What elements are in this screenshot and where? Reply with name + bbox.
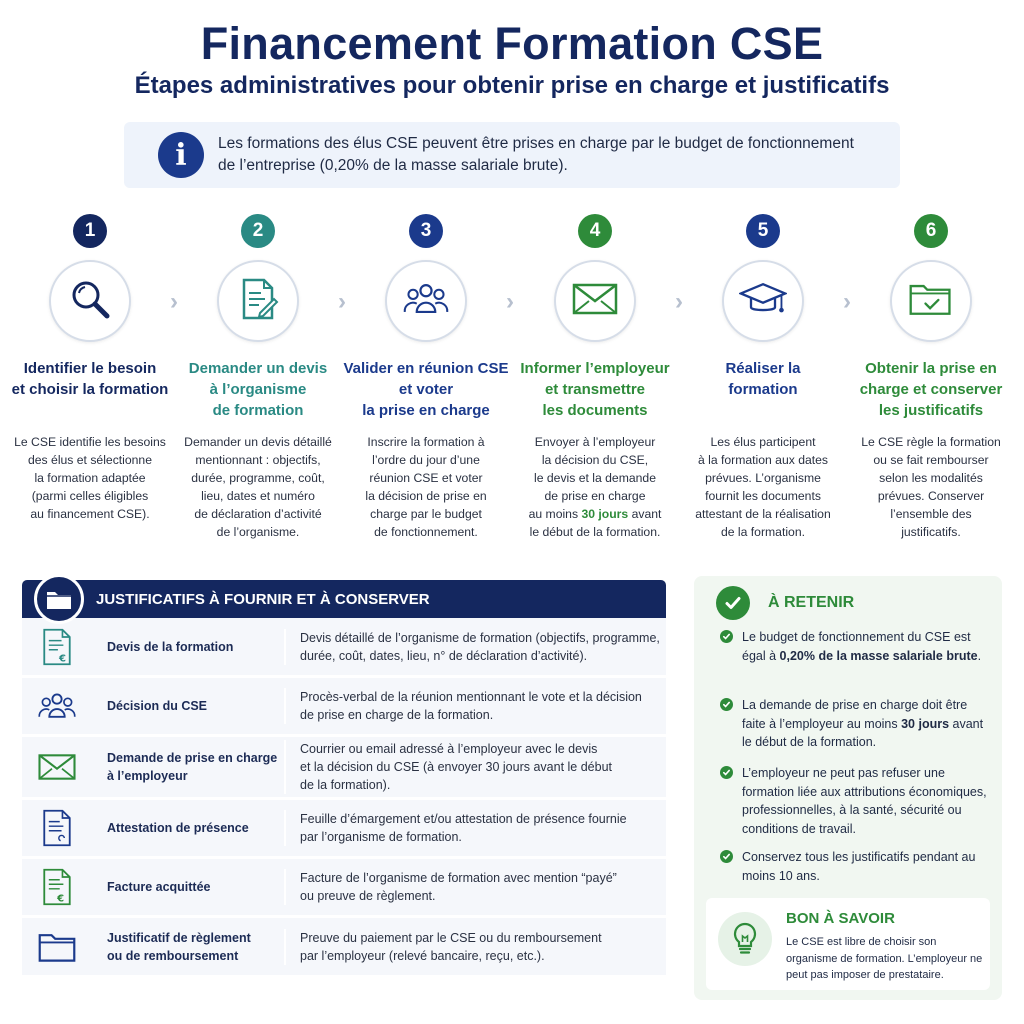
step-icon-circle [722, 260, 804, 342]
row-description: Procès-verbal de la réunion mentionnant … [284, 688, 666, 724]
document-pen-icon [234, 275, 282, 328]
chevron-right-icon: › [675, 288, 683, 315]
retenir-item: L’employeur ne peut pas refuser une form… [720, 764, 990, 838]
check-circle-icon [716, 586, 750, 620]
justificatifs-table: JUSTIFICATIFS À FOURNIR ET À CONSERVER €… [22, 574, 666, 978]
bon-a-savoir-title: BON À SAVOIR [786, 910, 895, 927]
row-label: Décision du CSE [107, 699, 208, 713]
row-label: Facture acquittée [107, 880, 211, 894]
info-icon: i [158, 132, 204, 178]
certificate-icon [22, 808, 92, 848]
svg-text:€: € [58, 653, 66, 664]
chevron-right-icon: › [506, 288, 514, 315]
envelope-icon [571, 275, 619, 328]
step-icon-circle [385, 260, 467, 342]
table-row: Attestation de présence Feuille d’émargem… [22, 800, 666, 859]
chevron-right-icon: › [170, 288, 178, 315]
justificatifs-rows: € Devis de la formation Devis détaillé de … [22, 618, 666, 978]
info-box: i Les formations des élus CSE peuvent êt… [124, 122, 900, 188]
step-number-badge: 2 [241, 214, 275, 248]
lightbulb-icon [718, 912, 772, 966]
magnifier-icon [66, 275, 114, 328]
check-icon [720, 630, 733, 643]
graduation-cap-icon [737, 275, 789, 328]
row-label: Attestation de présence [107, 821, 249, 835]
page-title: Financement Formation CSE [200, 18, 824, 69]
retenir-item: Le budget de fonctionnement du CSE est é… [720, 628, 990, 665]
row-description: Courrier ou email adressé à l’employeur … [284, 740, 666, 794]
chevron-right-icon: › [843, 288, 851, 315]
retenir-title: À RETENIR [768, 594, 855, 611]
svg-text:€: € [56, 894, 64, 905]
folder-icon [22, 927, 92, 967]
row-description: Devis détaillé de l’organisme de formati… [284, 628, 666, 665]
group-icon [402, 275, 450, 328]
step-number-badge: 6 [914, 214, 948, 248]
folder-check-icon [907, 275, 955, 328]
group-icon [22, 686, 92, 726]
row-description: Facture de l’organisme de formation avec… [284, 869, 666, 905]
check-icon [720, 698, 733, 711]
step-number-badge: 4 [578, 214, 612, 248]
retenir-item: La demande de prise en charge doit être … [720, 696, 990, 752]
info-text: Les formations des élus CSE peuvent être… [218, 135, 854, 174]
euro-document-icon: € [22, 627, 92, 667]
step-icon-circle [890, 260, 972, 342]
folder-icon [34, 574, 84, 624]
justificatifs-header: JUSTIFICATIFS À FOURNIR ET À CONSERVER [22, 574, 666, 624]
chevron-right-icon: › [338, 288, 346, 315]
table-row: Décision du CSE Procès-verbal de la réuni… [22, 678, 666, 737]
row-description: Preuve du paiement par le CSE ou du remb… [284, 928, 666, 965]
step-icon-circle [554, 260, 636, 342]
table-row: € Facture acquittée Facture de l’organisme… [22, 859, 666, 918]
invoice-icon: € [22, 867, 92, 907]
bon-a-savoir-text: Le CSE est libre de choisir son organism… [786, 936, 983, 981]
step-number-badge: 5 [746, 214, 780, 248]
retenir-item: Conservez tous les justificatifs pendant… [720, 848, 990, 885]
step-number-badge: 3 [409, 214, 443, 248]
step-icon-circle [217, 260, 299, 342]
step-icon-circle [49, 260, 131, 342]
step-number-badge: 1 [73, 214, 107, 248]
row-label: Devis de la formation [107, 639, 234, 654]
retenir-panel: À RETENIR Le budget de fonctionnement du… [694, 576, 1002, 1000]
envelope-icon [22, 747, 92, 787]
row-description: Feuille d’émargement et/ou attestation d… [284, 810, 666, 846]
justificatifs-title: JUSTIFICATIFS À FOURNIR ET À CONSERVER [96, 590, 430, 608]
bon-a-savoir-box: BON À SAVOIR Le CSE est libre de choisir… [706, 898, 990, 990]
check-icon [720, 766, 733, 779]
table-row: € Devis de la formation Devis détaillé de … [22, 618, 666, 678]
check-icon [720, 850, 733, 863]
page-subtitle: Étapes administratives pour obtenir pris… [134, 72, 890, 99]
